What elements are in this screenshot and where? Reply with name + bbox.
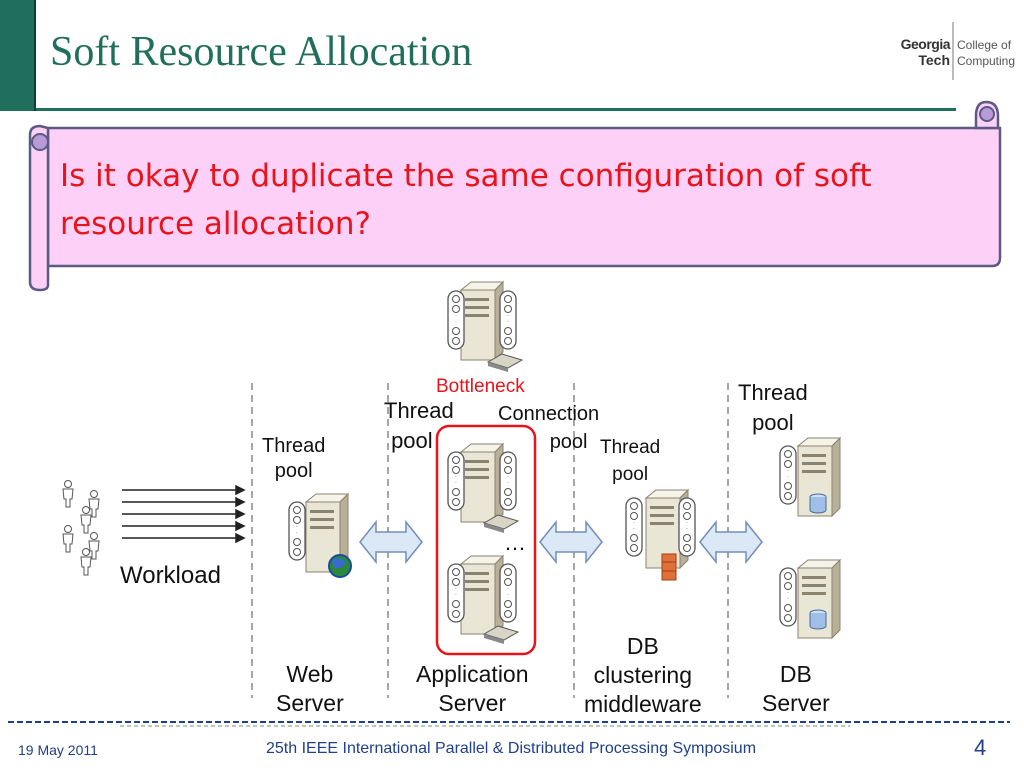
db-middleware-line1: DB <box>626 633 659 659</box>
connection-pool-line1: Connection <box>498 403 600 425</box>
workload-users-icon <box>62 480 100 576</box>
web-server-line2: Server <box>276 690 344 716</box>
georgia-tech-logo: Georgia Tech College of Computing <box>894 22 1024 80</box>
arrow-middleware-db <box>699 521 763 563</box>
question-text: Is it okay to duplicate the same configu… <box>60 158 872 242</box>
web-thread-pool-line1: Thread <box>262 435 326 457</box>
web-thread-pool-line2: pool <box>274 460 313 482</box>
app-server-ellipsis: … <box>504 530 526 555</box>
middleware-thread-pool-line2: pool <box>612 464 649 485</box>
db-thread-pool-line1: Thread <box>738 380 808 405</box>
db-thread-pool-label: Thread pool <box>738 378 808 438</box>
title-accent-bar <box>0 0 36 111</box>
db-server-line1: DB <box>779 661 812 687</box>
db-middleware-line3: middleware <box>584 691 702 717</box>
bottleneck-label: Bottleneck <box>436 376 525 397</box>
db-server-line2: Server <box>762 690 830 716</box>
page-number: 4 <box>974 735 987 760</box>
footer-conference: 25th IEEE International Parallel & Distr… <box>266 740 757 757</box>
logo-text-georgia: Georgia <box>900 36 951 52</box>
db-server-icon-2 <box>779 559 841 639</box>
db-middleware-line2: clustering <box>593 662 693 688</box>
bottleneck-server-icon <box>447 281 523 373</box>
web-server-icon <box>288 493 352 578</box>
logo-text-college: College of <box>957 38 1012 52</box>
db-middleware-icon <box>625 489 696 581</box>
title-underline <box>36 108 956 111</box>
bottleneck-highlight-box <box>435 424 537 656</box>
app-server-label: Application Server <box>416 660 529 718</box>
middleware-thread-pool-line1: Thread <box>600 437 661 458</box>
logo-text-computing: Computing <box>957 54 1016 68</box>
footer-date: 19 May 2011 <box>18 742 98 758</box>
db-thread-pool-line2: pool <box>752 410 794 435</box>
app-thread-pool-label: Thread pool <box>384 396 454 456</box>
app-server-icon-1 <box>447 443 519 534</box>
app-server-line1: Application <box>416 661 529 687</box>
app-thread-pool-line1: Thread <box>384 398 454 423</box>
logo-text-tech: Tech <box>918 52 950 68</box>
db-server-icon-1 <box>779 437 841 517</box>
web-server-label: Web Server <box>276 660 344 718</box>
connection-pool-label: Connection pool <box>498 400 599 456</box>
web-server-line1: Web <box>286 661 334 687</box>
workload-arrows <box>122 484 246 544</box>
app-server-icon-2 <box>447 555 519 645</box>
db-server-label: DB Server <box>762 660 830 718</box>
slide-title: Soft Resource Allocation <box>50 29 473 75</box>
app-server-line2: Server <box>438 690 507 716</box>
workload-label: Workload <box>120 562 221 589</box>
connection-pool-line2: pool <box>549 431 588 453</box>
arrow-web-app <box>359 521 423 563</box>
scroll-banner <box>28 100 1002 292</box>
logo-divider <box>952 22 954 80</box>
app-thread-pool-line2: pool <box>391 428 433 453</box>
middleware-thread-pool-label: Thread pool <box>600 434 660 488</box>
web-thread-pool-label: Thread pool <box>262 434 325 484</box>
arrow-app-middleware <box>539 521 603 563</box>
db-middleware-label: DB clustering middleware <box>584 632 702 719</box>
